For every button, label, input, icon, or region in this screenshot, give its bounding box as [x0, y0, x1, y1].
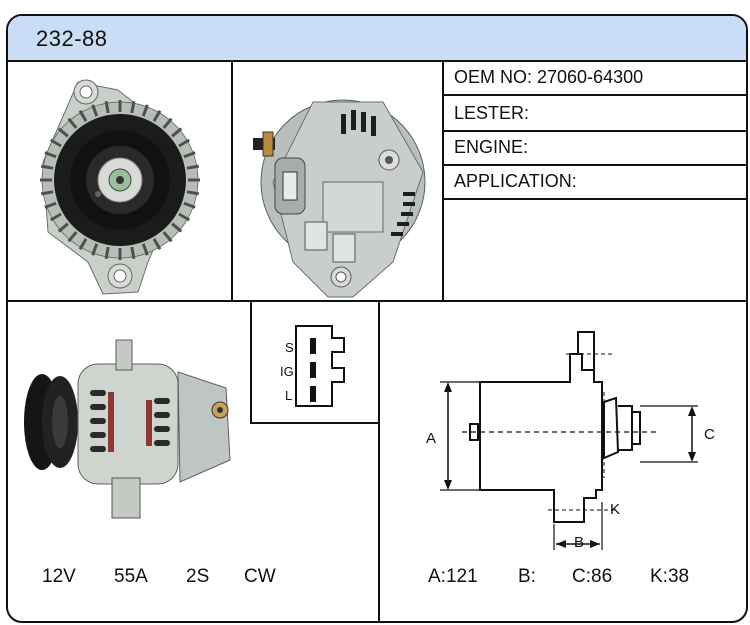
front-view-image [8, 62, 230, 300]
connector-box-left-border [250, 300, 252, 424]
dim-value-c: C:86 [572, 566, 613, 587]
product-sheet: 232-88 OEM NO: 27060-64300 LESTER: ENGIN… [6, 14, 748, 623]
connector-diagram: S IG L [252, 302, 378, 422]
lester-row: LESTER: [444, 96, 746, 132]
grid-divider [378, 300, 380, 621]
dim-value-a: A:121 [428, 566, 478, 587]
lester-label: LESTER: [454, 103, 530, 123]
dim-value-b: B: [518, 566, 536, 587]
engine-label: ENGINE: [454, 137, 529, 157]
application-label: APPLICATION: [454, 171, 577, 191]
dim-label-a: A [426, 430, 437, 447]
engine-row: ENGINE: [444, 130, 746, 166]
pin-ig [310, 362, 316, 378]
grid-divider [442, 60, 444, 302]
pin-s [310, 338, 316, 354]
connector-box-bottom-border [250, 422, 380, 424]
rear-view-image [233, 62, 442, 300]
spec-pulley: 2S [186, 566, 210, 587]
oem-row: OEM NO: 27060-64300 [444, 60, 746, 96]
dim-value-k: K:38 [650, 566, 690, 587]
pin-label-l: L [285, 388, 293, 403]
dim-label-c: C [704, 426, 715, 443]
spec-rotation: CW [244, 566, 276, 587]
pin-label-s: S [285, 340, 294, 355]
spec-voltage: 12V [42, 566, 76, 587]
pin-l [310, 386, 316, 402]
grid-divider [8, 300, 746, 302]
dim-label-k: K [610, 501, 621, 518]
pin-label-ig: IG [280, 364, 294, 379]
dim-label-b: B [574, 534, 585, 551]
spec-amperage: 55A [114, 566, 148, 587]
dimension-diagram: A C B K [380, 302, 746, 552]
side-view-image [8, 302, 250, 542]
header-bar: 232-88 [8, 16, 746, 62]
oem-number: OEM NO: 27060-64300 [454, 67, 644, 87]
part-number-title: 232-88 [36, 26, 108, 51]
grid-divider [231, 60, 233, 302]
application-row: APPLICATION: [444, 164, 746, 200]
